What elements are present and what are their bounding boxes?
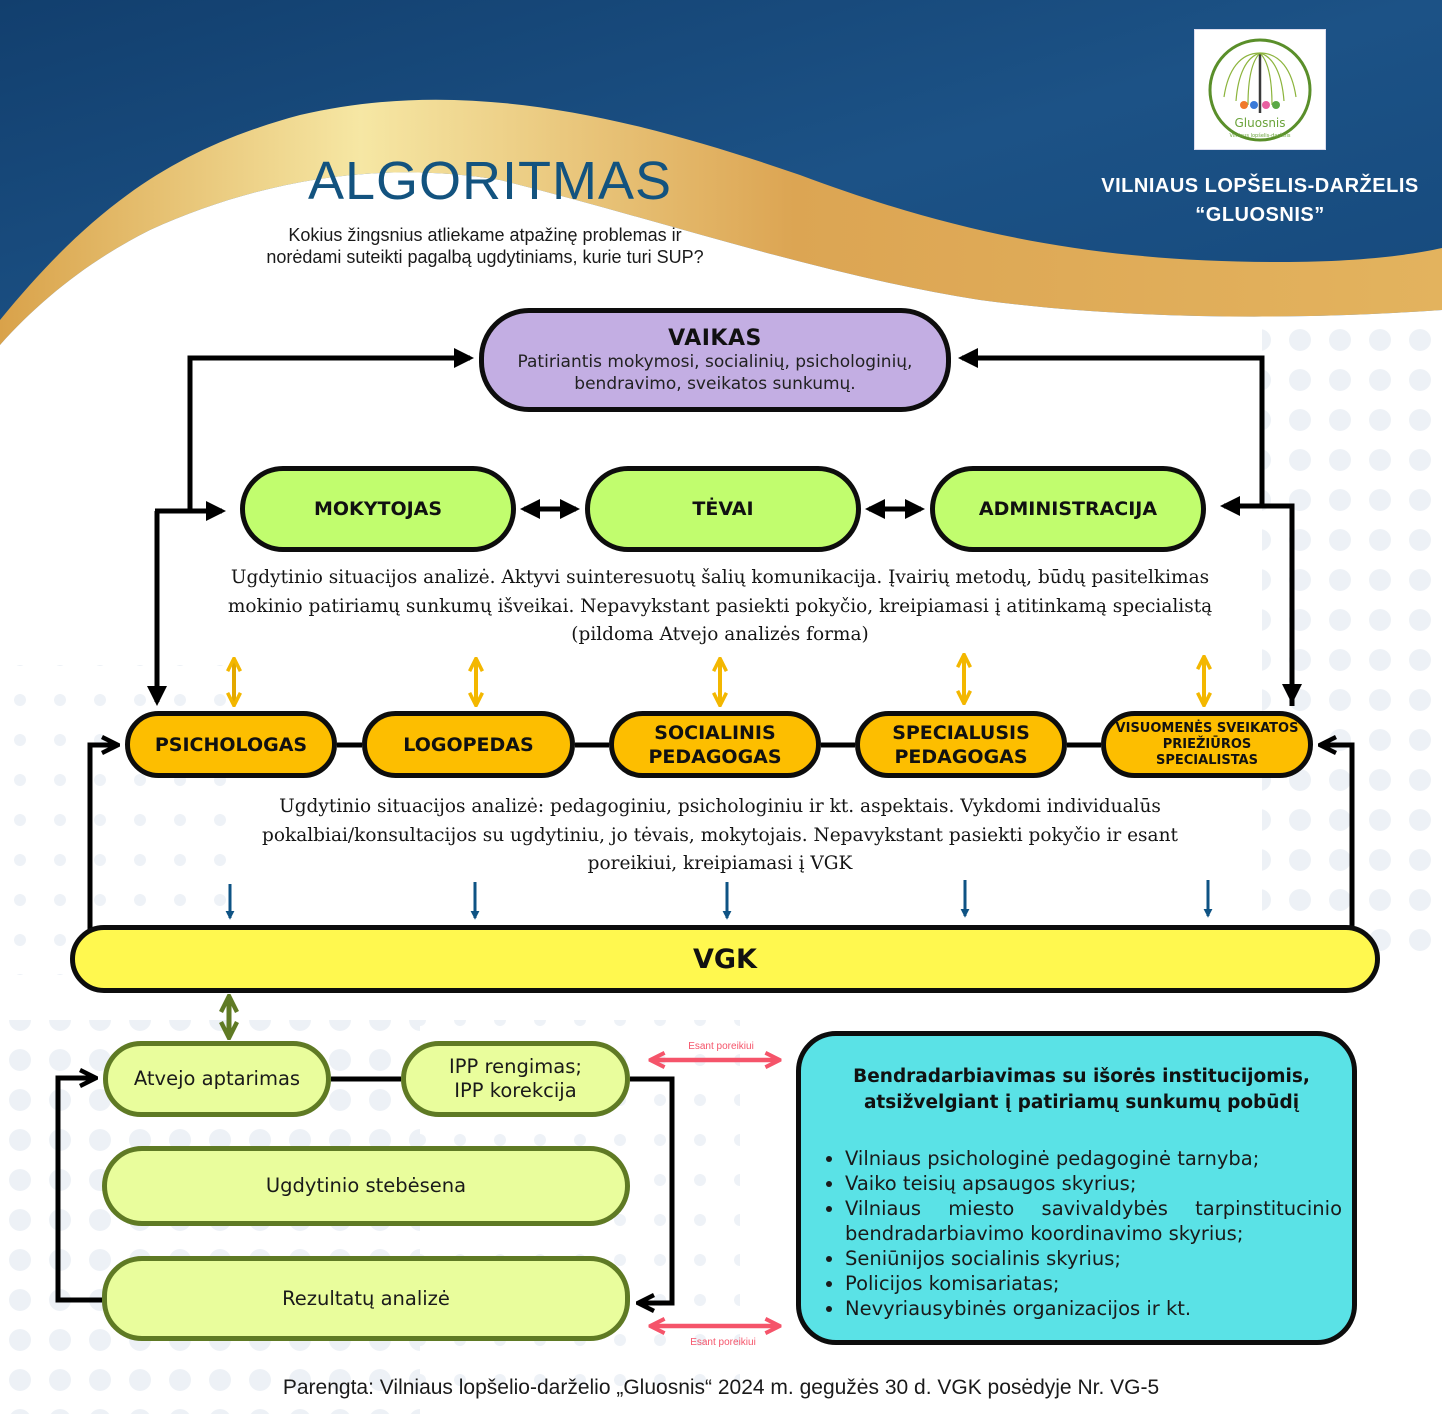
school-name-line: VILNIAUS LOPŠELIS-DARŽELIS: [1101, 175, 1419, 197]
institutions-box: Bendradarbiavimas su išorės institucijom…: [796, 1031, 1357, 1345]
node-administracija[interactable]: ADMINISTRACIJA: [930, 466, 1206, 552]
list-item: Vaiko teisių apsaugos skyrius;: [845, 1171, 1342, 1196]
node-socialinis-pedagogas[interactable]: SOCIALINIS PEDAGOGAS: [609, 711, 821, 778]
analysis-line: pokalbiai/konsultacijos su ugdytiniu, jo…: [262, 824, 1178, 846]
node-label: MOKYTOJAS: [313, 498, 443, 520]
analysis-text-2: Ugdytinio situacijos analizė: pedagogini…: [180, 793, 1260, 879]
list-item: Vilniaus miesto savivaldybės tarpinstitu…: [845, 1196, 1342, 1246]
subtitle-line: norėdami suteikti pagalbą ugdytiniams, k…: [266, 247, 704, 267]
willow-tree-logo-icon: Gluosnis Vilniaus lopšelis-darželis: [1208, 38, 1312, 141]
node-ipp[interactable]: IPP rengimas; IPP korekcija: [401, 1041, 630, 1117]
subtitle-line: Kokius žingsnius atliekame atpažinę prob…: [288, 225, 682, 245]
heading-line: Bendradarbiavimas su išorės institucijom…: [853, 1066, 1310, 1087]
esant-poreikiui-label: Esant poreikiui: [690, 1337, 756, 1348]
node-label: PEDAGOGAS: [648, 745, 782, 768]
node-label: PRIEŽIŪROS: [1162, 736, 1252, 752]
page-title: ALGORITMAS: [307, 151, 673, 211]
node-visuomenes-sveikatos-specialistas[interactable]: VISUOMENĖS SVEIKATOS PRIEŽIŪROS SPECIALI…: [1101, 711, 1313, 778]
node-label: SPECIALISTAS: [1156, 752, 1258, 768]
node-label: PEDAGOGAS: [894, 745, 1028, 768]
analysis-text-1: Ugdytinio situacijos analizė. Aktyvi sui…: [150, 564, 1290, 650]
node-label: ADMINISTRACIJA: [978, 498, 1158, 520]
node-label: PSICHOLOGAS: [154, 733, 308, 756]
node-label: Ugdytinio stebėsena: [265, 1174, 467, 1197]
node-label: IPP korekcija: [454, 1079, 577, 1102]
esant-poreikiui-label: Esant poreikiui: [688, 1041, 754, 1052]
node-vgk[interactable]: VGK: [70, 925, 1380, 993]
analysis-line: mokinio patiriamų sunkumų išveikai. Nepa…: [227, 595, 1213, 617]
list-item: Policijos komisariatas;: [845, 1271, 1342, 1296]
school-name-line: “GLUOSNIS”: [1195, 204, 1325, 226]
heading-line: atsižvelgiant į patiriamų sunkumų pobūdį: [863, 1092, 1300, 1113]
school-name: VILNIAUS LOPŠELIS-DARŽELIS “GLUOSNIS”: [1080, 172, 1440, 230]
node-vaikas[interactable]: VAIKAS Patiriantis mokymosi, socialinių,…: [479, 308, 951, 412]
analysis-line: (pildoma Atvejo analizės forma): [571, 624, 869, 645]
node-label: VISUOMENĖS SVEIKATOS: [1115, 720, 1299, 736]
page-subtitle: Kokius žingsnius atliekame atpažinę prob…: [200, 224, 770, 268]
node-atvejo-aptarimas[interactable]: Atvejo aptarimas: [103, 1041, 331, 1117]
logo-text: Gluosnis: [1234, 116, 1285, 130]
footer-note: Parengta: Vilniaus lopšelio-darželio „Gl…: [282, 1376, 1160, 1399]
school-logo: Gluosnis Vilniaus lopšelis-darželis: [1194, 29, 1326, 150]
node-mokytojas[interactable]: MOKYTOJAS: [240, 466, 516, 552]
node-label: LOGOPEDAS: [403, 733, 534, 756]
vaikas-desc: Patiriantis mokymosi, socialinių, psicho…: [517, 351, 913, 372]
node-label: TĖVAI: [692, 498, 754, 520]
node-rezultatu-analize[interactable]: Rezultatų analizė: [102, 1256, 630, 1341]
node-label: IPP rengimas;: [449, 1055, 582, 1078]
analysis-line: poreikiui, kreipiamasi į VGK: [587, 853, 853, 874]
logo-subtext: Vilniaus lopšelis-darželis: [1230, 132, 1291, 139]
node-tevai[interactable]: TĖVAI: [585, 466, 861, 552]
gold-wave: [0, 99, 1442, 345]
vaikas-title: VAIKAS: [668, 325, 762, 351]
analysis-line: Ugdytinio situacijos analizė. Aktyvi sui…: [230, 567, 1210, 588]
analysis-line: Ugdytinio situacijos analizė: pedagogini…: [279, 796, 1161, 817]
list-item: Seniūnijos socialinis skyrius;: [845, 1246, 1342, 1271]
node-logopedas[interactable]: LOGOPEDAS: [362, 711, 575, 778]
list-item: Nevyriausybinės organizacijos ir kt.: [845, 1296, 1342, 1321]
node-label: VGK: [693, 943, 757, 975]
node-specialusis-pedagogas[interactable]: SPECIALUSIS PEDAGOGAS: [855, 711, 1067, 778]
institutions-list: Vilniaus psichologinė pedagoginė tarnyba…: [821, 1146, 1342, 1321]
node-label: SPECIALUSIS: [892, 721, 1030, 744]
node-label: Atvejo aptarimas: [133, 1067, 301, 1090]
institutions-heading: Bendradarbiavimas su išorės institucijom…: [821, 1064, 1342, 1116]
vaikas-desc: bendravimo, sveikatos sunkumų.: [574, 373, 856, 394]
node-ugdytinio-stebesena[interactable]: Ugdytinio stebėsena: [102, 1146, 630, 1226]
node-label: SOCIALINIS: [654, 721, 776, 744]
node-label: Rezultatų analizė: [282, 1286, 450, 1310]
node-psichologas[interactable]: PSICHOLOGAS: [125, 711, 337, 778]
list-item: Vilniaus psichologinė pedagoginė tarnyba…: [845, 1146, 1342, 1171]
